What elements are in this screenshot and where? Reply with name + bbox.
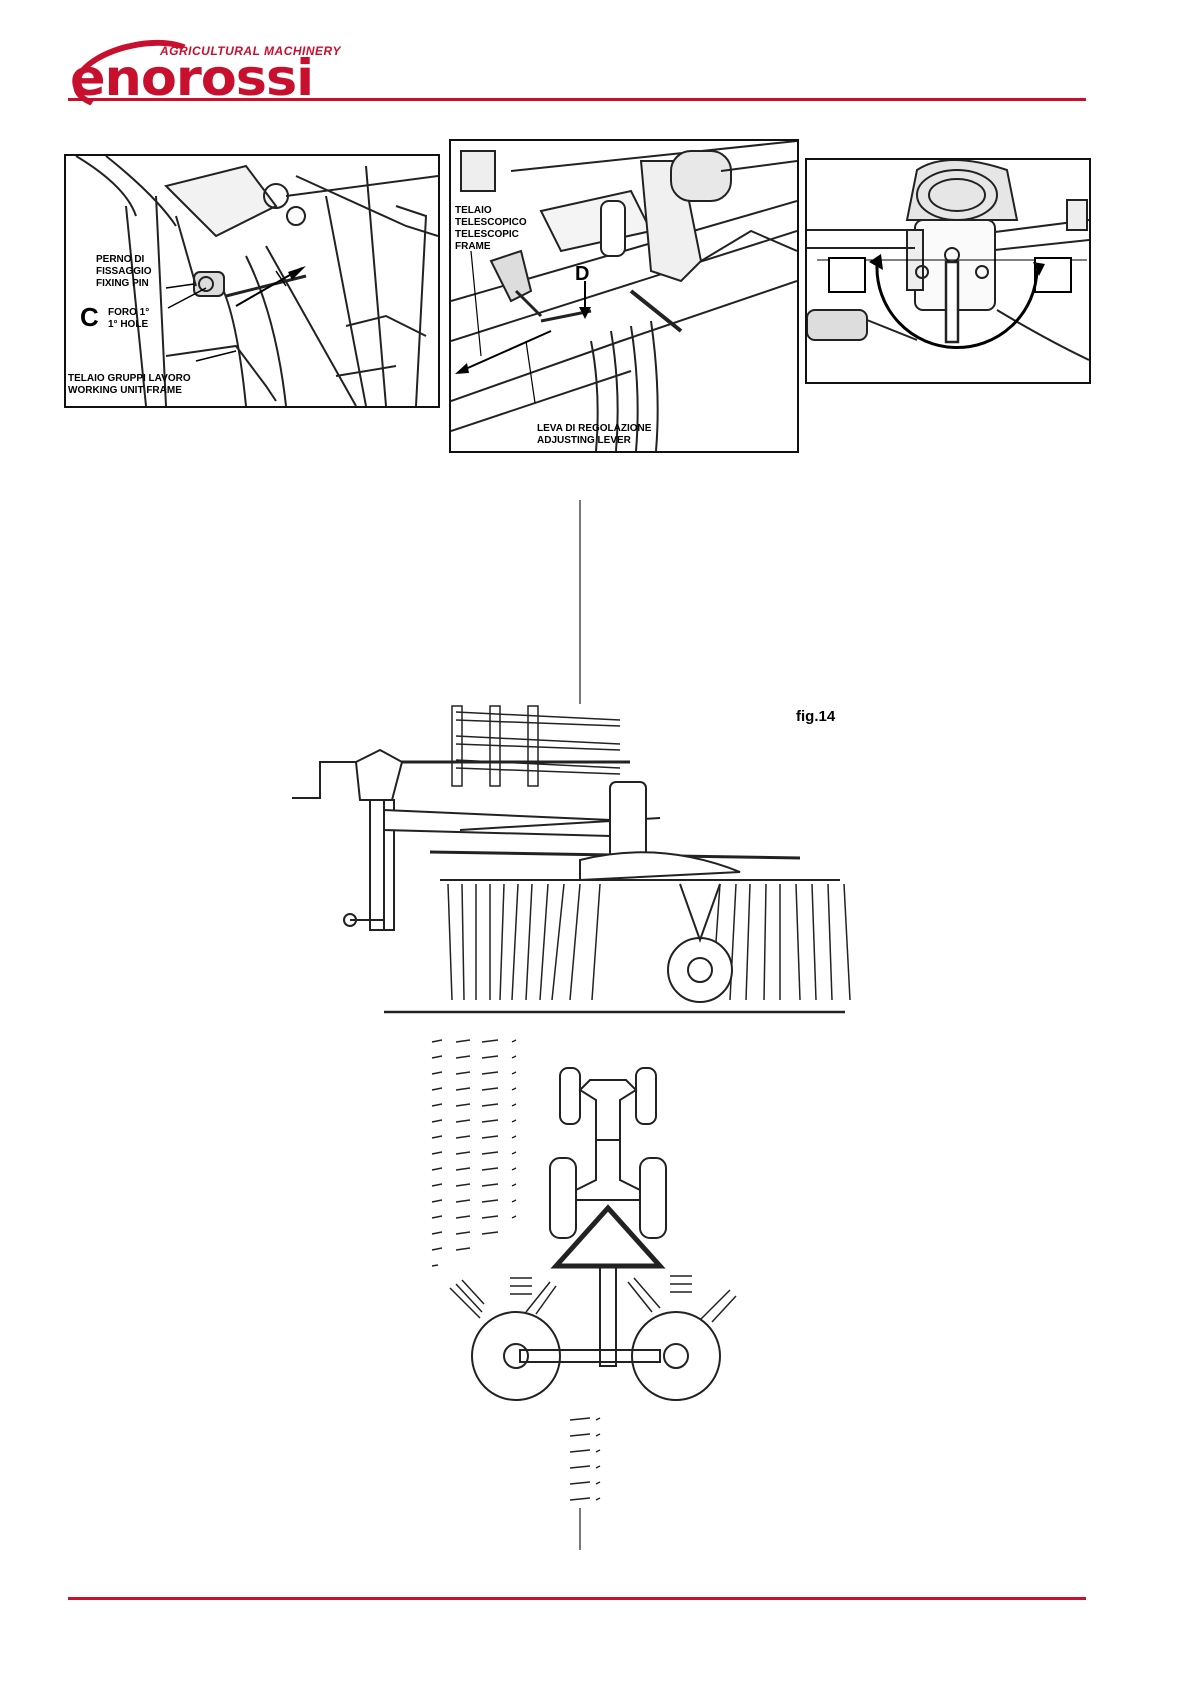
label-fixing-pin-it2: FISSAGGIO [96,266,152,278]
rotation-illustration [807,160,1089,382]
label-working-frame-it: TELAIO GRUPPI LAVORO [68,373,191,385]
label-fixing-pin-it: PERNO DI [96,254,144,266]
fig14-top-view-layout [420,1030,780,1550]
fig14-side-view-drawing [280,500,860,1020]
label-telescopic-2: TELESCOPICO [455,217,527,229]
photo-panel-rotation [805,158,1091,384]
label-hole-it: FORO 1° [108,307,149,319]
photo-panel-telescopic-frame: TELAIO TELESCOPICO TELESCOPIC FRAME D LE… [449,139,799,453]
brand-logo: AGRICULTURAL MACHINERY enorossi [68,40,348,104]
telescopic-frame-illustration [451,141,797,451]
label-adjusting-lever-it: LEVA DI REGOLAZIONE [537,423,651,435]
footer-rule [68,1597,1086,1600]
label-letter-d: D [575,261,589,287]
label-adjusting-lever-en: ADJUSTING LEVER [537,435,631,447]
label-telescopic-3: TELESCOPIC [455,229,519,241]
label-working-frame-en: WORKING UNIT FRAME [68,385,182,397]
photo-panel-fixing-pin: PERNO DI FISSAGGIO FIXING PIN C FORO 1° … [64,154,440,408]
figure-caption: fig.14 [796,708,835,725]
label-letter-c: C [80,304,99,330]
header-rule [68,98,1086,101]
label-telescopic-4: FRAME [455,241,491,253]
label-hole-en: 1° HOLE [108,319,148,331]
label-fixing-pin-en: FIXING PIN [96,278,149,290]
label-telescopic-1: TELAIO [455,205,492,217]
